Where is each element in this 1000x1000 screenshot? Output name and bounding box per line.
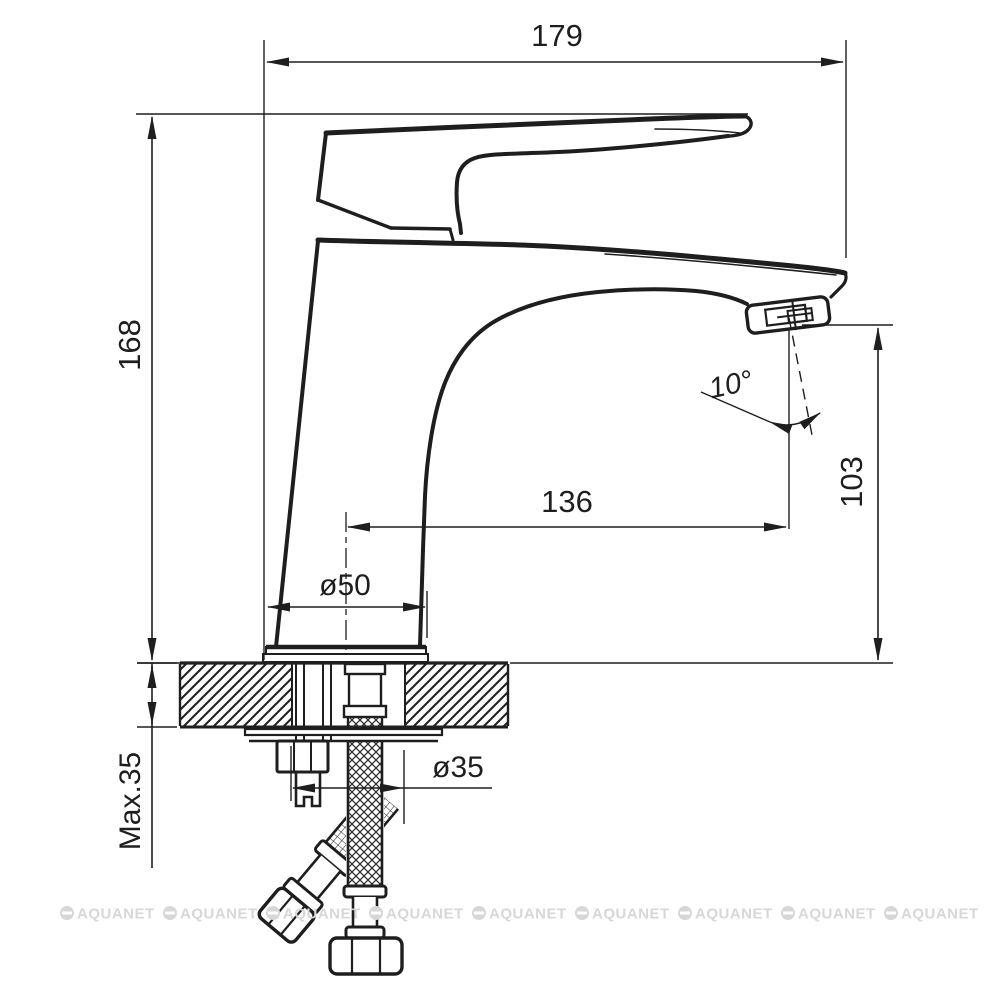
- dimension-179: [263, 40, 847, 660]
- dimension-label-max-counter-thickness: Max.35: [114, 752, 147, 850]
- supply-hose-vertical: [328, 740, 404, 976]
- handle-lever-top: [323, 113, 748, 136]
- flange-washer: [243, 727, 444, 743]
- leader-line: [700, 391, 771, 423]
- svg-text:AQUANET: AQUANET: [77, 906, 155, 923]
- svg-text:AQUANET: AQUANET: [180, 906, 258, 923]
- spout-aerator: [744, 295, 832, 335]
- dimension-label-overall-height: 168: [112, 319, 147, 371]
- svg-text:AQUANET: AQUANET: [592, 906, 670, 923]
- svg-text:AQUANET: AQUANET: [283, 906, 361, 923]
- countertop-section: [178, 661, 510, 729]
- threaded-stud: [295, 664, 332, 740]
- mounting-nut: [275, 739, 330, 808]
- aquanet-watermark: AQUANET: [369, 906, 464, 923]
- hose-hex-nut-diagonal: [257, 886, 316, 944]
- aquanet-watermark: AQUANET: [472, 906, 567, 923]
- svg-text:AQUANET: AQUANET: [489, 906, 567, 923]
- hose-hex-nut-bottom: [328, 936, 404, 976]
- dimension-label-overall-length: 179: [531, 18, 583, 53]
- spout-tip-edge: [829, 271, 848, 299]
- faucet-tail-pipe: [342, 662, 388, 729]
- spout-underside: [418, 287, 749, 648]
- spout-top-edge: [315, 237, 848, 276]
- dimension-103: [137, 324, 893, 664]
- aquanet-watermark: AQUANET: [678, 906, 773, 923]
- aquanet-watermark: AQUANET: [163, 906, 258, 923]
- faucet-outline: [274, 113, 848, 649]
- countertop-hatch-right: [406, 664, 507, 726]
- body-left-edge: [274, 239, 320, 649]
- aquanet-watermark: AQUANET: [575, 906, 670, 923]
- svg-text:AQUANET: AQUANET: [695, 906, 773, 923]
- dimension-o35: [290, 746, 492, 824]
- handle-base-left: [316, 131, 328, 202]
- dimension-o50: [267, 591, 428, 638]
- angle-arc: [769, 412, 821, 434]
- svg-text:AQUANET: AQUANET: [798, 906, 876, 923]
- aquanet-watermark: AQUANET: [266, 906, 361, 923]
- stream-axis-line: [788, 317, 814, 441]
- dimension-label-base-diameter: ø50: [319, 569, 371, 602]
- handle-lever-tip: [726, 114, 753, 138]
- dimension-label-spout-reach: 136: [541, 484, 593, 519]
- dimension-label-stream-angle: 10°: [706, 365, 756, 405]
- handle-lever-underside: [454, 134, 730, 235]
- watermark-row: AQUANET AQUANET AQUANET AQUANET AQUANET …: [60, 906, 979, 923]
- dimension-label-mounting-hole-diameter: ø35: [432, 751, 484, 784]
- countertop-hatch-left: [181, 664, 292, 726]
- dimension-168: [136, 113, 748, 661]
- svg-text:AQUANET: AQUANET: [386, 906, 464, 923]
- aquanet-watermark: AQUANET: [884, 906, 979, 923]
- svg-text:AQUANET: AQUANET: [901, 906, 979, 923]
- aquanet-watermark: AQUANET: [60, 906, 155, 923]
- dimension-label-spout-outlet-height: 103: [834, 456, 869, 508]
- dimension-angle-10: [700, 317, 821, 441]
- aquanet-watermark: AQUANET: [781, 906, 876, 923]
